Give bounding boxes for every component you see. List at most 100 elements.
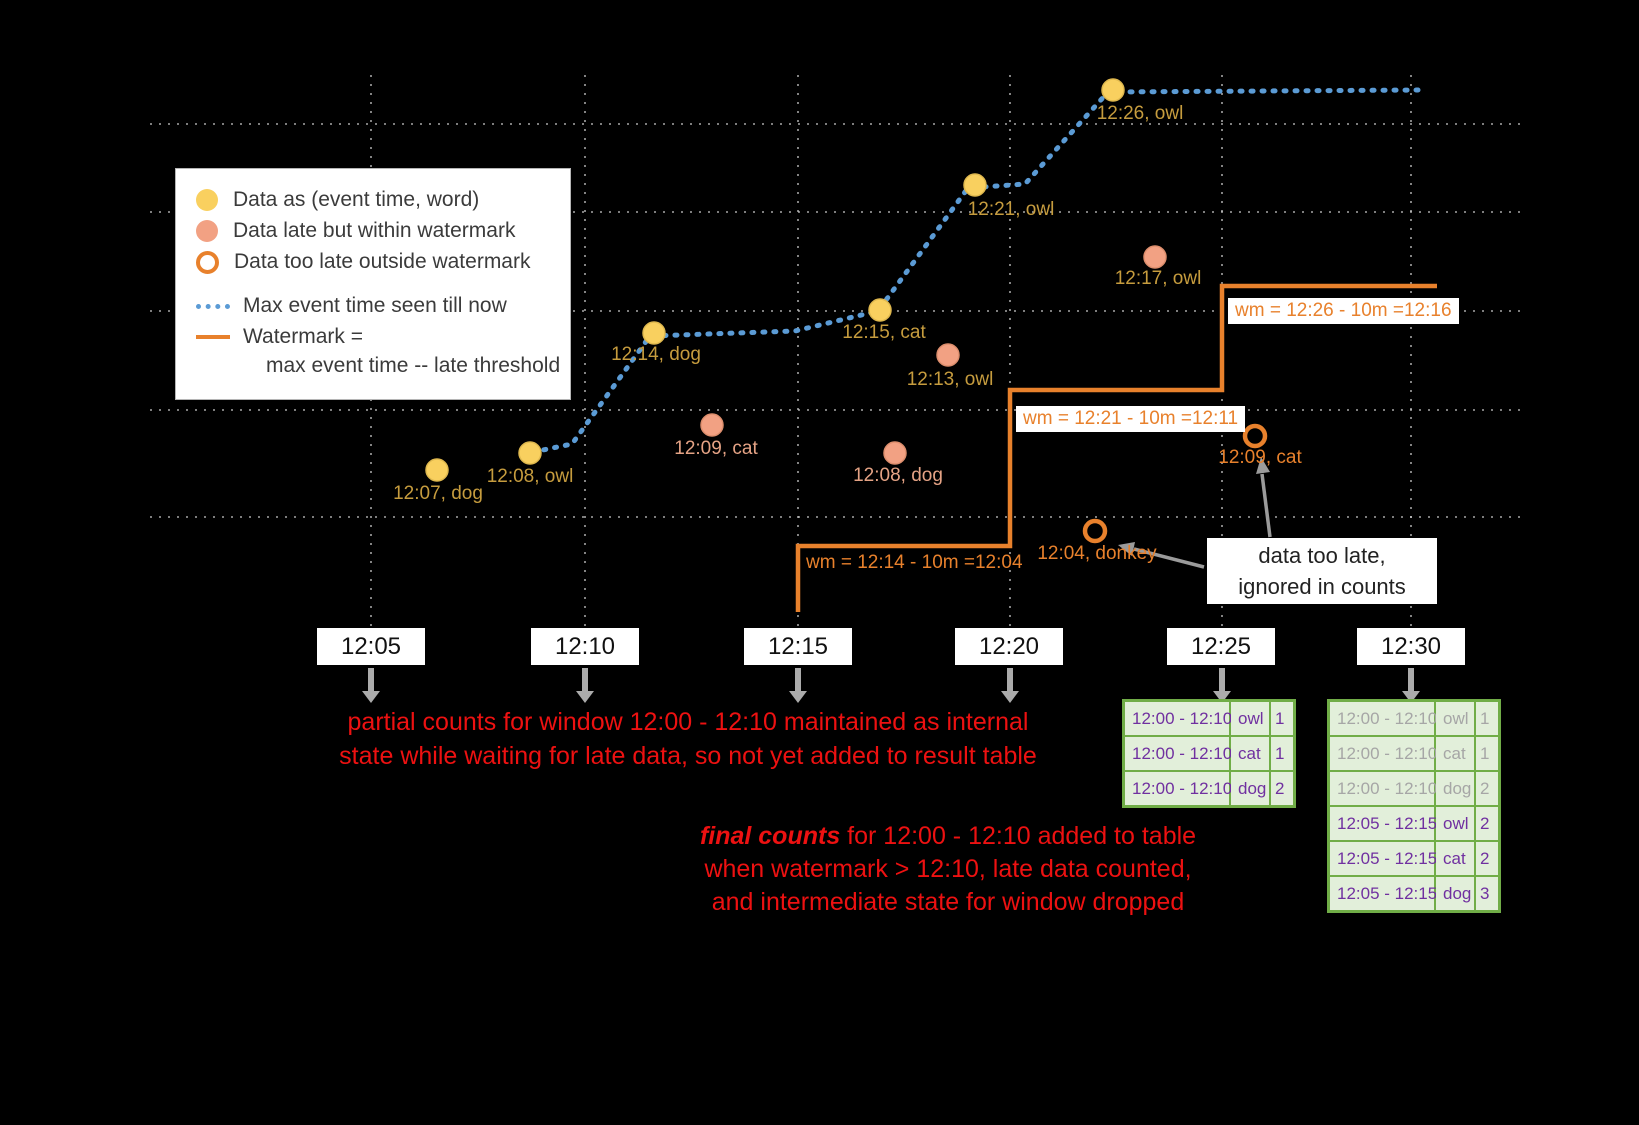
partial-note-line2: state while waiting for late data, so no… xyxy=(339,742,1037,770)
solid-line-icon xyxy=(196,335,230,339)
legend-too-late-label: Data too late outside watermark xyxy=(234,250,531,273)
final-note-line3: and intermediate state for window droppe… xyxy=(711,888,1185,916)
result-cell-word: owl xyxy=(1436,807,1474,840)
point-12-09-cat-late xyxy=(1242,423,1268,449)
result-cell-word: dog xyxy=(1436,877,1474,910)
point-12-17-owl xyxy=(1143,245,1167,269)
tick-arrows xyxy=(362,668,1420,703)
point-12-15-cat xyxy=(868,298,892,322)
legend-on-time-label: Data as (event time, word) xyxy=(233,188,480,211)
label-12-21-owl: 12:21, owl xyxy=(967,199,1055,220)
point-12-04-donkey xyxy=(1082,518,1108,544)
watermark-label-3: wm = 12:26 - 10m =12:16 xyxy=(1228,298,1459,324)
partial-counts-note: partial counts for window 12:00 - 12:10 … xyxy=(339,705,1037,773)
result-cell-word: cat xyxy=(1231,737,1269,770)
point-12-07-dog xyxy=(425,458,449,482)
tick-12-05: 12:05 xyxy=(317,628,425,665)
legend-late-label: Data late but within watermark xyxy=(233,219,516,242)
partial-note-line1: partial counts for window 12:00 - 12:10 … xyxy=(347,708,1029,736)
label-12-08-dog: 12:08, dog xyxy=(853,465,943,486)
tick-12-20: 12:20 xyxy=(955,628,1063,665)
result-cell-window: 12:00 - 12:10 xyxy=(1330,702,1437,735)
legend: Data as (event time, word) Data late but… xyxy=(175,168,571,400)
legend-item-watermark-line2: max event time -- late threshold xyxy=(266,354,570,378)
dotted-line-icon xyxy=(196,303,230,309)
result-cell-window: 12:00 - 12:10 xyxy=(1125,737,1232,770)
legend-watermark-label-line1: Watermark = xyxy=(243,325,363,348)
too-late-points xyxy=(1082,423,1268,544)
too-late-note-line2: ignored in counts xyxy=(1238,574,1406,599)
result-cell-window: 12:05 - 12:15 xyxy=(1330,842,1437,875)
point-12-14-dog xyxy=(642,321,666,345)
result-cell-count: 1 xyxy=(1476,737,1498,770)
result-table-12-25: 12:00 - 12:10 owl 1 12:00 - 12:10 cat 1 … xyxy=(1122,699,1296,808)
too-late-note-line1: data too late, xyxy=(1258,543,1386,568)
tick-12-10: 12:10 xyxy=(531,628,639,665)
label-12-15-cat: 12:15, cat xyxy=(842,322,926,343)
result-cell-window: 12:00 - 12:10 xyxy=(1125,772,1232,805)
result-cell-count: 2 xyxy=(1476,842,1498,875)
label-12-09-cat: 12:09, cat xyxy=(674,438,758,459)
result-cell-window: 12:05 - 12:15 xyxy=(1330,877,1437,910)
on-time-dot-icon xyxy=(196,189,218,211)
point-12-09-cat xyxy=(700,413,724,437)
tick-12-30: 12:30 xyxy=(1357,628,1465,665)
too-late-annotation-arrows xyxy=(1118,457,1272,569)
watermark-line xyxy=(795,283,1437,612)
result-cell-count: 3 xyxy=(1476,877,1498,910)
legend-item-watermark: Watermark = xyxy=(196,325,570,349)
result-table-12-30: 12:00 - 12:10 owl 1 12:00 - 12:10 cat 1 … xyxy=(1327,699,1501,913)
label-12-07-dog: 12:07, dog xyxy=(393,483,483,504)
legend-item-too-late: Data too late outside watermark xyxy=(196,250,570,274)
too-late-note: data too late, ignored in counts xyxy=(1207,538,1437,604)
result-cell-window: 12:00 - 12:10 xyxy=(1330,737,1437,770)
tick-12-25: 12:25 xyxy=(1167,628,1275,665)
result-cell-count: 1 xyxy=(1271,737,1293,770)
result-cell-count: 1 xyxy=(1476,702,1498,735)
point-12-08-owl xyxy=(518,441,542,465)
final-counts-note: final counts for 12:00 - 12:10 added to … xyxy=(700,820,1196,919)
result-cell-word: owl xyxy=(1231,702,1269,735)
label-12-26-owl: 12:26, owl xyxy=(1096,103,1184,124)
legend-item-late: Data late but within watermark xyxy=(196,219,570,243)
point-12-21-owl xyxy=(963,173,987,197)
point-12-26-owl xyxy=(1101,78,1125,102)
label-12-13-owl: 12:13, owl xyxy=(906,369,994,390)
result-cell-word: cat xyxy=(1436,737,1474,770)
watermark-label-1: wm = 12:14 - 10m =12:04 xyxy=(806,552,1023,573)
watermark-label-2: wm = 12:21 - 10m =12:11 xyxy=(1016,406,1246,432)
label-12-04-donkey: 12:04, donkey xyxy=(1037,543,1157,564)
final-note-line1-rest: for 12:00 - 12:10 added to table xyxy=(840,822,1197,850)
label-12-09-cat-late: 12:09, cat xyxy=(1218,447,1302,468)
result-cell-word: owl xyxy=(1436,702,1474,735)
max-event-time-line xyxy=(530,87,1421,455)
late-points xyxy=(700,245,1167,465)
final-note-line1: final counts for 12:00 - 12:10 added to … xyxy=(700,820,1196,853)
final-note-line2: when watermark > 12:10, late data counte… xyxy=(704,855,1192,883)
result-cell-word: dog xyxy=(1436,772,1474,805)
result-cell-count: 2 xyxy=(1476,772,1498,805)
legend-max-event-label: Max event time seen till now xyxy=(243,294,507,317)
point-12-13-owl xyxy=(936,343,960,367)
result-cell-count: 2 xyxy=(1271,772,1293,805)
result-cell-window: 12:00 - 12:10 xyxy=(1125,702,1232,735)
tick-12-15: 12:15 xyxy=(744,628,852,665)
point-12-08-dog xyxy=(883,441,907,465)
label-12-14-dog: 12:14, dog xyxy=(611,344,701,365)
too-late-ring-icon xyxy=(196,250,219,274)
result-cell-count: 2 xyxy=(1476,807,1498,840)
on-time-points xyxy=(425,78,1125,482)
result-cell-window: 12:00 - 12:10 xyxy=(1330,772,1437,805)
legend-item-on-time: Data as (event time, word) xyxy=(196,188,570,212)
legend-watermark-label-line2: max event time -- late threshold xyxy=(266,354,561,377)
label-12-08-owl: 12:08, owl xyxy=(486,466,574,487)
result-cell-word: cat xyxy=(1436,842,1474,875)
label-12-17-owl: 12:17, owl xyxy=(1114,268,1202,289)
final-note-emphasis: final counts xyxy=(699,822,841,850)
result-cell-count: 1 xyxy=(1271,702,1293,735)
late-dot-icon xyxy=(196,220,218,242)
result-cell-word: dog xyxy=(1231,772,1269,805)
result-cell-window: 12:05 - 12:15 xyxy=(1330,807,1437,840)
